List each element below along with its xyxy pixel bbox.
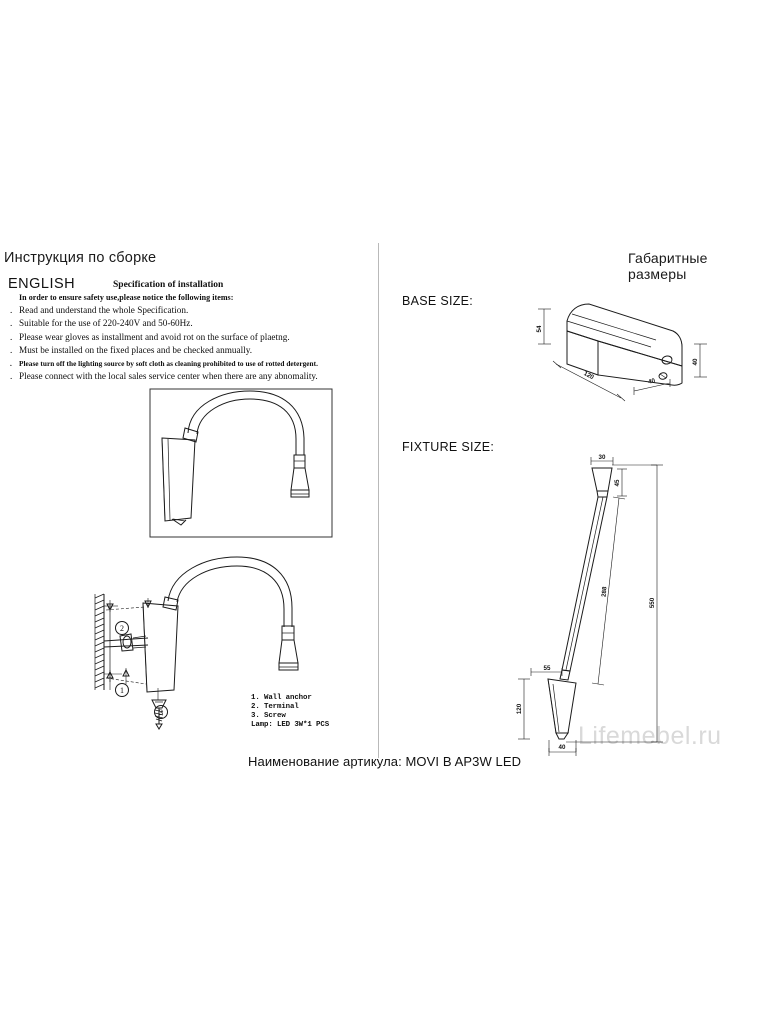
parts-list: 1. Wall anchor 2. Terminal 3. Screw Lamp… (251, 694, 329, 730)
spec-item-text: Suitable for the use of 220-240V and 50-… (19, 318, 193, 329)
product-illustration-boxed (149, 388, 333, 538)
spec-item-text: Please wear gloves as installment and av… (19, 331, 290, 342)
fixture-arm-length-dim: 288 (600, 586, 608, 598)
parts-list-item: 2. Terminal (251, 703, 299, 712)
parts-list-item: 3. Screw (251, 712, 286, 721)
page-title-ru: Инструкция по сборке (4, 250, 157, 266)
spec-bullet: . (10, 305, 13, 315)
spec-item: . Read and understand the whole Specifica… (10, 305, 370, 315)
fixture-overall-height-dim: 550 (649, 597, 656, 608)
parts-list-item: 1. Wall anchor (251, 694, 312, 702)
fixture-bottom-width-dim: 40 (559, 744, 566, 751)
fixture-base-height-dim: 120 (516, 703, 523, 714)
spec-bullet: . (10, 358, 12, 368)
wall-hatching (94, 593, 105, 690)
spec-item: . Please turn off the lighting source by … (10, 359, 370, 368)
spec-item: . Suitable for the use of 220-240V and 50… (10, 318, 370, 328)
parts-list-lamp: Lamp: LED 3W*1 PCS (251, 721, 330, 730)
spec-item: . Please connect with the local sales ser… (10, 371, 370, 381)
callout-2-label: 2 (120, 624, 124, 633)
base-height-dim: 54 (536, 325, 543, 332)
base-width-dim: 40 (648, 377, 657, 385)
spec-bullet: . (10, 345, 13, 356)
spec-bullet: . (10, 331, 13, 342)
callout-3: 3 (154, 705, 168, 719)
spec-item: . Must be installed on the fixed places a… (10, 345, 370, 355)
spec-item-text: Please turn off the lighting source by s… (19, 358, 318, 368)
overall-dimensions-title-ru: Габаритные размеры (628, 250, 708, 282)
specification-heading: Specification of installation (113, 280, 224, 290)
spec-item-text: Read and understand the whole Specificat… (19, 305, 189, 315)
fixture-head-width-dim: 30 (599, 454, 606, 461)
language-heading-english: ENGLISH (8, 276, 76, 292)
spec-item-text: Must be installed on the fixed places an… (19, 345, 253, 356)
spec-intro-text: In order to ensure safety use,please not… (19, 293, 234, 302)
spec-item: . Please wear gloves as installment and a… (10, 332, 370, 342)
spec-item-text: Please connect with the local sales serv… (19, 370, 318, 381)
base-length-dim: 120 (582, 370, 595, 381)
base-size-label: BASE SIZE: (402, 294, 474, 308)
fixture-base-top-width-dim: 55 (544, 665, 551, 672)
terminal-detail (103, 633, 149, 652)
specification-body: In order to ensure safety use,please not… (10, 293, 370, 384)
callout-1-label: 1 (120, 686, 124, 695)
fixture-size-drawing: 30 45 288 550 55 (516, 454, 663, 756)
base-depth-dim: 40 (692, 358, 699, 365)
vertical-divider (378, 243, 379, 758)
callout-2: 2 (115, 621, 129, 635)
article-name: Наименование артикула: MOVI B AP3W LED (248, 754, 522, 769)
callout-3-label: 3 (159, 708, 163, 717)
spec-bullet: . (10, 370, 13, 381)
installation-diagram: 1 2 3 (94, 556, 299, 730)
watermark: Lifemebel.ru (578, 722, 722, 750)
fixture-head-height-dim: 45 (614, 479, 621, 486)
spec-bullet: . (10, 318, 13, 329)
base-size-drawing: 54 40 120 40 (536, 303, 707, 402)
fixture-size-label: FIXTURE SIZE: (402, 440, 495, 454)
callout-1: 1 (115, 683, 129, 697)
